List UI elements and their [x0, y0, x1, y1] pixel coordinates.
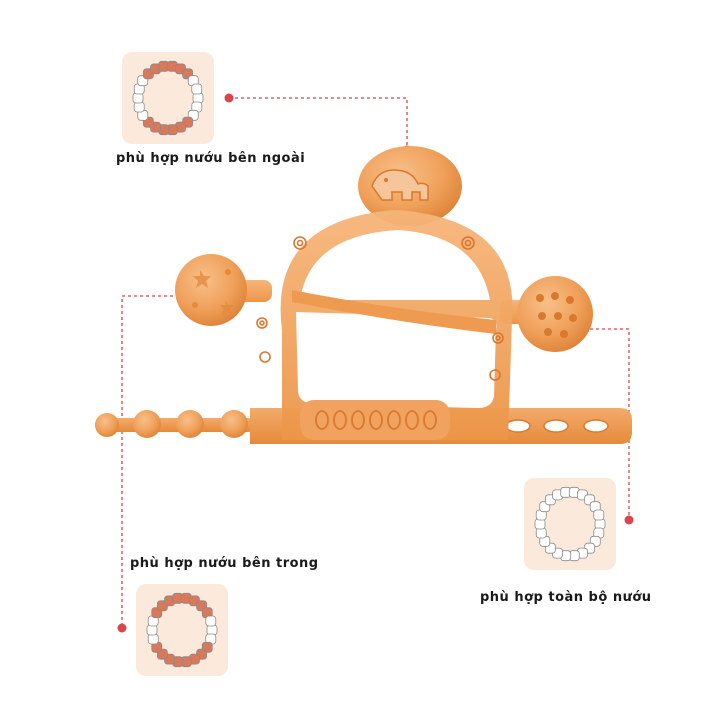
callout-dot-full-end	[624, 515, 634, 525]
teeth-arch-inner-icon	[146, 592, 218, 668]
bead-chain	[95, 410, 255, 438]
full-gum-tile	[524, 478, 616, 570]
tooth-icon	[593, 509, 605, 521]
top-elephant-knob	[358, 146, 462, 226]
tooth-icon	[147, 633, 159, 645]
tooth-icon	[191, 83, 203, 95]
ring-decorations	[256, 236, 504, 381]
tooth-icon	[146, 624, 158, 636]
band-pattern	[315, 410, 437, 430]
callout-line-outer	[229, 97, 408, 150]
right-textured-ball	[500, 276, 593, 352]
caption-full: phù hợp toàn bộ nướu	[480, 590, 652, 605]
teeth-arch-full-icon	[534, 486, 606, 562]
band-oval	[423, 410, 437, 430]
left-textured-ball	[175, 254, 272, 326]
tooth-icon	[534, 518, 546, 530]
band-oval	[333, 410, 347, 430]
tooth-icon	[132, 92, 144, 104]
caption-outer: phù hợp nướu bên ngoài	[116, 151, 306, 166]
tooth-icon	[535, 527, 547, 539]
tooth-icon	[206, 624, 218, 636]
inner-gum-tile	[136, 584, 228, 676]
band-oval	[315, 410, 329, 430]
band-oval	[351, 410, 365, 430]
tooth-icon	[594, 518, 606, 530]
callout-line-inner	[121, 295, 203, 628]
callout-dot-outer-start	[224, 93, 234, 103]
outer-gum-tile	[122, 52, 214, 144]
teeth-arch-outer-icon	[132, 60, 204, 136]
band-oval	[369, 410, 383, 430]
band-oval	[405, 410, 419, 430]
band-oval	[387, 410, 401, 430]
teether-ring	[280, 210, 513, 440]
callout-dot-inner-end	[117, 623, 127, 633]
tooth-icon	[192, 92, 204, 104]
tooth-icon	[133, 101, 145, 113]
caption-inner: phù hợp nướu bên trong	[130, 556, 319, 571]
tooth-icon	[205, 615, 217, 627]
